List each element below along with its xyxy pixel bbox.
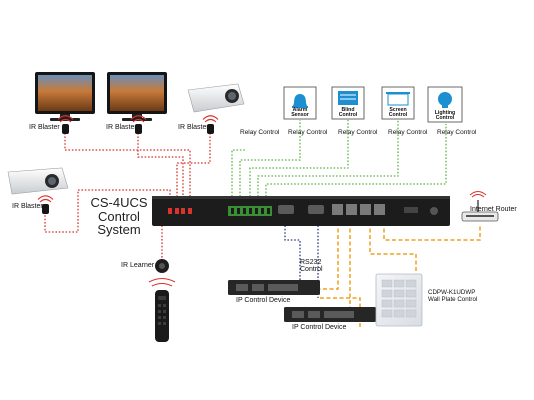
relay-label-4: Relay Control (388, 129, 428, 136)
wall-plate (375, 273, 423, 327)
projector-left (7, 167, 69, 195)
relay-box-label-lighting-line2: Control (435, 115, 455, 122)
rs232-lines (284, 222, 319, 298)
wall-plate-label-line2: Wall Plate Control (428, 296, 478, 304)
ip-device-label-2: IP Control Device (292, 324, 347, 331)
ir-learner-icon (155, 259, 169, 273)
relay-box-label-alarm-line2: Sensor (291, 112, 309, 119)
ir-line-projector (176, 133, 211, 200)
tv-2 (107, 72, 167, 121)
ip-control-device-2 (284, 307, 376, 322)
ir-blaster-label-3: IR Blaster (178, 124, 209, 131)
relay-line-screen (257, 120, 399, 200)
eth-line-device1 (320, 222, 339, 290)
wall-plate-label: CDPW-K1UDWP Wall Plate Control (428, 289, 477, 303)
ir-blaster-label-2: IR Blaster (106, 124, 137, 131)
control-unit (152, 196, 450, 226)
ip-control-device-1 (228, 280, 320, 295)
relay-box-label-alarm-line1: Alarm (292, 107, 308, 113)
relay-box-label-screen-line1: Screen (389, 107, 407, 113)
relay-label-3: Relay Control (338, 129, 378, 136)
wall-plate-label-line1: CDPW-K1UDWP (428, 289, 476, 296)
relay-box-label-screen: Screen Control (382, 107, 414, 119)
relay-box-blind (331, 86, 365, 120)
rs232-line-1 (284, 222, 301, 280)
relay-box-label-alarm: Alarm Sensor (284, 107, 316, 119)
relay-box-label-blind-line1: Blind (341, 107, 355, 113)
router (461, 191, 499, 222)
relay-box-label-lighting: Lighting Control (428, 110, 462, 122)
relay-box-screen (381, 86, 415, 120)
relay-lines (231, 120, 447, 200)
eth-line-router (383, 222, 481, 241)
ir-line-tv1 (64, 133, 191, 200)
relay-line-1 (231, 149, 245, 200)
ir-blaster-label-4: IR Blaster (12, 203, 43, 210)
ir-blaster-label-1: IR Blaster (29, 124, 60, 131)
remote-control-icon (148, 277, 176, 342)
relay-label-5: Relay Control (437, 129, 477, 136)
relay-line-alarm (239, 120, 301, 200)
ir-blaster-3-icon (202, 115, 219, 134)
relay-line-blind (249, 120, 349, 200)
relay-label-2: Relay Control (288, 129, 328, 136)
relay-box-label-blind: Blind Control (332, 107, 364, 119)
router-label: Internet Router (470, 206, 517, 213)
relay-label-1: Relay Control (240, 129, 280, 136)
relay-box-label-lighting-line1: Lighting (434, 110, 456, 116)
ir-blaster-2-icon (130, 115, 147, 134)
system-title: CS-4UCS Control System (76, 196, 162, 237)
ir-blaster-1-icon (57, 115, 74, 134)
system-title-line1: CS-4UCS (90, 195, 148, 210)
eth-line-device2 (348, 222, 351, 311)
tv-1 (35, 72, 95, 121)
ir-blaster-4-icon (37, 195, 54, 214)
rs232-label: RS232 Control (300, 259, 323, 274)
ir-lines (44, 133, 211, 258)
relay-box-lighting (427, 86, 463, 123)
rs232-label-line1: RS232 (300, 259, 322, 266)
eth-line-wallplate (369, 222, 417, 274)
system-title-line2: Control System (97, 208, 141, 238)
ir-learner-label: IR Learner (121, 262, 155, 269)
relay-box-label-screen-line2: Control (388, 112, 408, 119)
rs232-label-line2: Control (300, 266, 323, 274)
relay-box-label-blind-line2: Control (338, 112, 358, 119)
ip-device-label-1: IP Control Device (236, 297, 291, 304)
relay-line-lighting (265, 124, 447, 200)
projector-right (187, 83, 245, 113)
relay-box-alarm (283, 86, 317, 120)
